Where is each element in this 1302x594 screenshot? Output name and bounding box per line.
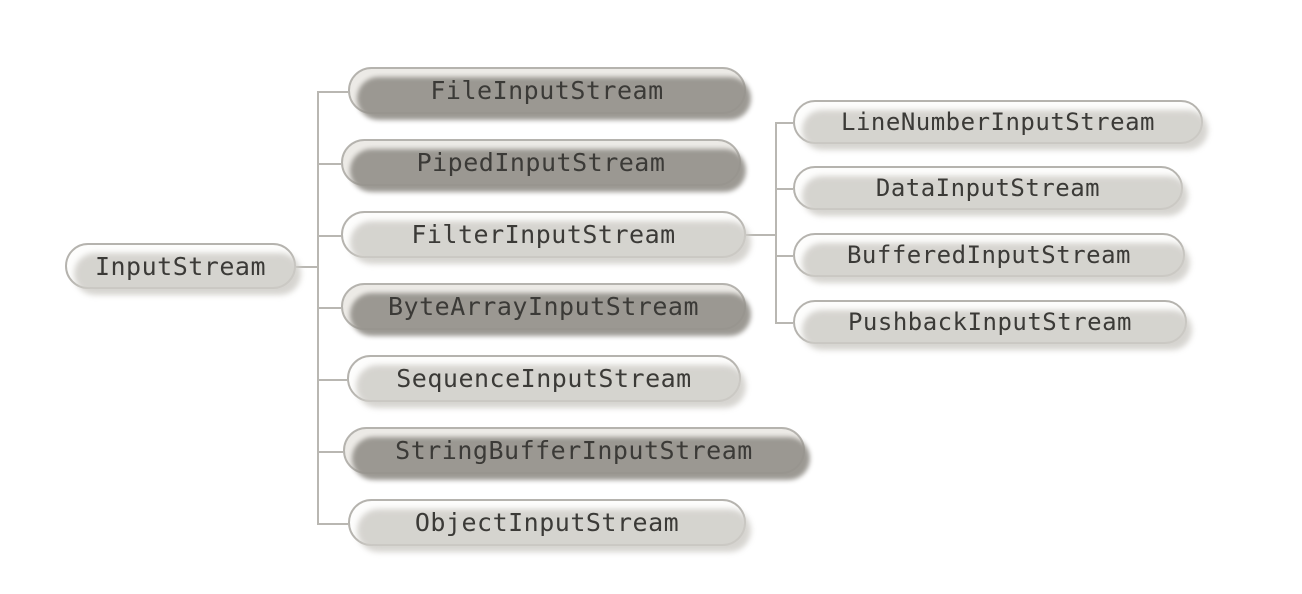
class-node-label: FilterInputStream (411, 220, 676, 249)
connector-filter-stub (746, 234, 777, 236)
connector-right-trunk (775, 122, 777, 322)
class-node-label: FileInputStream (430, 76, 664, 105)
connector-branch-left-1 (317, 163, 341, 165)
class-node-buffered-input-stream[interactable]: BufferedInputStream (793, 233, 1185, 277)
class-node-data-input-stream[interactable]: DataInputStream (793, 166, 1183, 210)
class-node-line-number-input-stream[interactable]: LineNumberInputStream (793, 100, 1203, 144)
connector-branch-left-0 (317, 91, 348, 93)
class-node-byte-array-input-stream[interactable]: ByteArrayInputStream (341, 283, 746, 330)
class-node-object-input-stream[interactable]: ObjectInputStream (348, 499, 746, 546)
class-node-label: ObjectInputStream (414, 508, 680, 537)
class-node-sequence-input-stream[interactable]: SequenceInputStream (347, 355, 741, 402)
class-node-string-buffer-input-stream[interactable]: StringBufferInputStream (343, 427, 805, 474)
class-node-input-stream[interactable]: InputStream (65, 243, 296, 289)
class-node-label: PipedInputStream (416, 148, 666, 177)
connector-branch-left-3 (317, 307, 341, 309)
class-node-label: InputStream (94, 251, 267, 281)
class-node-label: StringBufferInputStream (395, 436, 753, 465)
class-node-piped-input-stream[interactable]: PipedInputStream (341, 139, 741, 186)
connector-branch-left-6 (317, 523, 348, 525)
connector-branch-left-5 (317, 451, 343, 453)
class-node-label: BufferedInputStream (846, 241, 1132, 269)
class-node-label: PushbackInputStream (847, 308, 1133, 336)
class-node-label: LineNumberInputStream (841, 108, 1155, 136)
class-node-filter-input-stream[interactable]: FilterInputStream (341, 211, 746, 258)
class-node-label: DataInputStream (875, 174, 1101, 202)
connector-root-stub (296, 266, 319, 268)
class-node-pushback-input-stream[interactable]: PushbackInputStream (793, 300, 1187, 344)
connector-branch-right-3 (775, 322, 793, 324)
connector-branch-right-2 (775, 255, 793, 257)
connector-branch-left-2 (317, 235, 341, 237)
connector-branch-right-1 (775, 188, 793, 190)
class-node-label: ByteArrayInputStream (387, 292, 700, 321)
connector-branch-left-4 (317, 379, 347, 381)
class-node-file-input-stream[interactable]: FileInputStream (348, 67, 746, 114)
connector-branch-right-0 (775, 122, 793, 124)
class-node-label: SequenceInputStream (396, 364, 692, 393)
